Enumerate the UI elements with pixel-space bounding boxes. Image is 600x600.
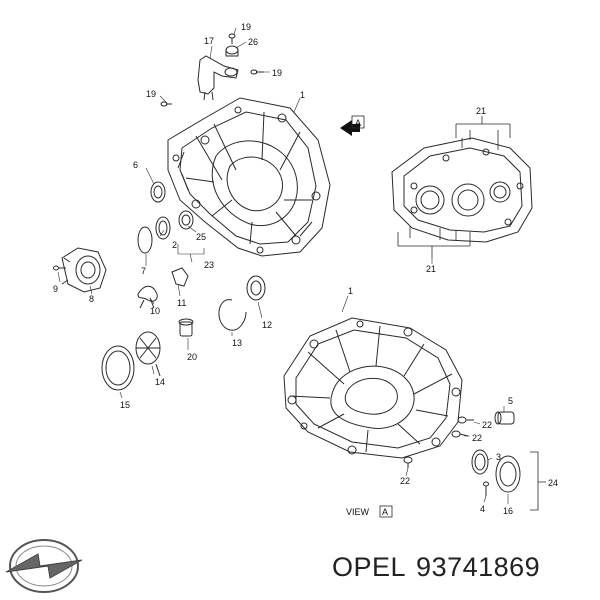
view-marker-text: A <box>382 507 388 517</box>
gearbox-housing-upper <box>167 97 331 257</box>
view-a-label: VIEW A <box>346 505 393 518</box>
view-text: VIEW <box>346 507 370 517</box>
seal-3 <box>471 449 489 475</box>
bolt-22c <box>403 456 413 468</box>
callout-14: 14 <box>155 377 165 387</box>
callout-20: 20 <box>187 352 197 362</box>
view-arrow-icon <box>340 115 365 136</box>
callout-8: 8 <box>89 294 94 304</box>
plug-20 <box>178 318 194 337</box>
circlip-13 <box>218 299 247 331</box>
ring-7 <box>137 226 153 254</box>
callout-13: 13 <box>232 338 242 348</box>
shift-lever-assembly <box>160 33 264 107</box>
callout-1-upper: 1 <box>300 90 305 100</box>
gearbox-housing-lower <box>283 317 463 459</box>
callout-16: 16 <box>503 506 513 516</box>
callout-22-a: 22 <box>482 420 492 430</box>
callout-17: 17 <box>204 36 214 46</box>
callout-19-right: 19 <box>272 68 282 78</box>
ring-25 <box>178 210 194 230</box>
opel-blitz-logo-icon <box>5 539 83 593</box>
callout-12: 12 <box>262 320 272 330</box>
bolt-22b <box>451 430 469 438</box>
view-a-callout-lines <box>397 116 511 258</box>
callout-22-c: 22 <box>400 476 410 486</box>
callout-6: 6 <box>133 160 138 170</box>
callout-19-left: 19 <box>146 89 156 99</box>
leader-lines <box>57 27 509 504</box>
callout-19-top: 19 <box>241 22 251 32</box>
callout-A-marker: A <box>355 118 361 128</box>
part-number: 93741869 <box>416 552 541 582</box>
view-a-housing <box>391 137 533 243</box>
callout-1-lower: 1 <box>348 286 353 296</box>
sensor-10 <box>137 285 158 309</box>
callout-2: 2 <box>172 240 177 250</box>
callout-7: 7 <box>141 266 146 276</box>
callout-21-top: 21 <box>476 106 486 116</box>
ring-gear-14 <box>135 331 161 377</box>
callout-24: 24 <box>548 478 558 488</box>
callout-labels: 19 17 26 19 19 1 A 21 6 2 25 23 7 9 10 1… <box>53 22 558 516</box>
callout-3: 3 <box>496 452 501 462</box>
bolt-4 <box>483 481 489 496</box>
bracket-24 <box>530 451 546 511</box>
plug-5 <box>494 411 515 425</box>
callout-25: 25 <box>196 232 206 242</box>
callout-26: 26 <box>248 37 258 47</box>
seal-6 <box>150 181 166 203</box>
callout-4: 4 <box>480 504 485 514</box>
gasket-15 <box>101 345 135 391</box>
seal-12 <box>246 275 266 301</box>
callout-5: 5 <box>508 396 513 406</box>
callout-11: 11 <box>177 298 186 308</box>
part-caption: OPEL 93741869 <box>332 552 550 583</box>
callout-15: 15 <box>120 400 130 410</box>
bolt-22a <box>457 416 474 424</box>
callout-23: 23 <box>204 260 214 270</box>
release-bearing-8 <box>53 247 107 293</box>
brand-name: OPEL <box>332 552 407 582</box>
callout-22-b: 22 <box>472 433 482 443</box>
callout-9: 9 <box>53 284 58 294</box>
seal-2 <box>155 216 171 240</box>
ring-16 <box>495 455 521 493</box>
callout-21-bottom: 21 <box>426 264 436 274</box>
callout-10: 10 <box>150 306 160 316</box>
bracket-11 <box>171 267 189 287</box>
